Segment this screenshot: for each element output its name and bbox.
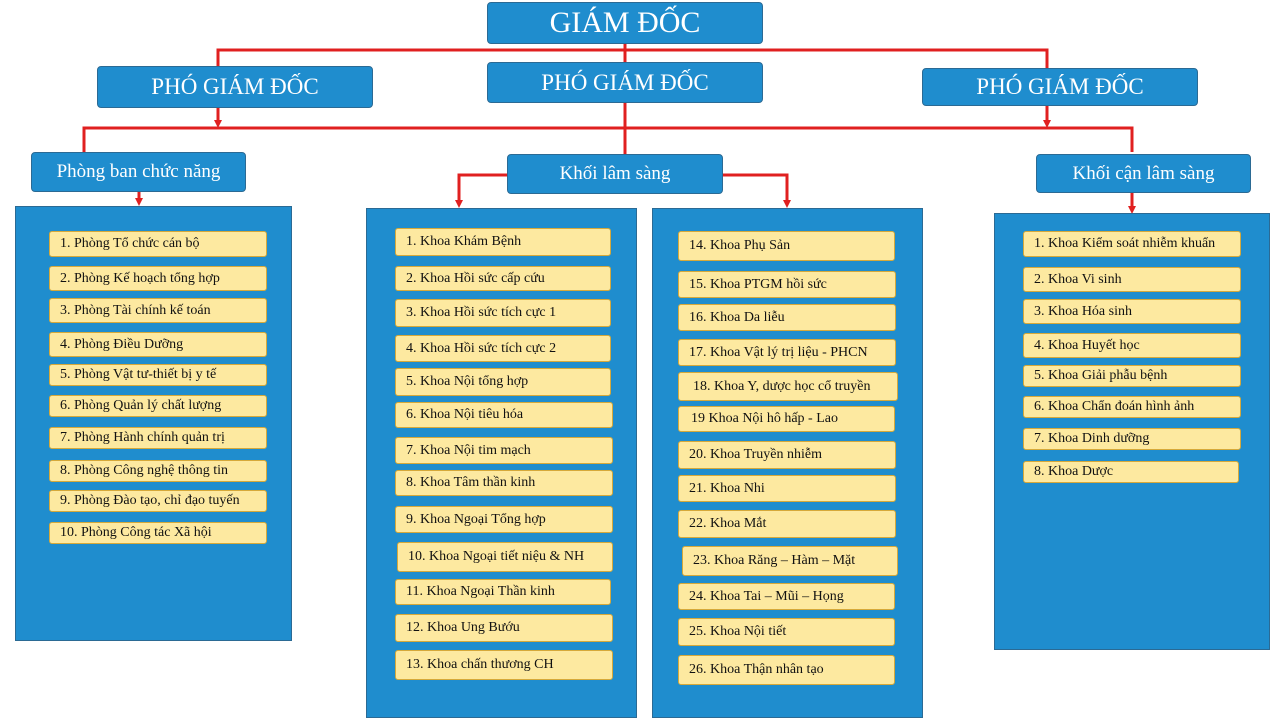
paraclinical-item: 2. Khoa Vi sinh [1023, 267, 1241, 292]
functional-item: 9. Phòng Đào tạo, chỉ đạo tuyến [49, 490, 267, 512]
clinical-item: 26. Khoa Thận nhân tạo [678, 655, 895, 685]
clinical-item: 25. Khoa Nội tiết [678, 618, 895, 646]
clinical-item: 1. Khoa Khám Bệnh [395, 228, 611, 256]
paraclinical-item: 6. Khoa Chẩn đoán hình ảnh [1023, 396, 1241, 418]
functional-item: 3. Phòng Tài chính kế toán [49, 298, 267, 323]
clinical-item: 12. Khoa Ung Bướu [395, 614, 613, 642]
deputy-box-left: PHÓ GIÁM ĐỐC [97, 66, 373, 108]
functional-item: 6. Phòng Quản lý chất lượng [49, 395, 267, 417]
functional-item: 5. Phòng Vật tư-thiết bị y tế [49, 364, 267, 386]
clinical-item: 14. Khoa Phụ Sản [678, 231, 895, 261]
connector-clinical-right [723, 173, 791, 208]
clinical-item: 4. Khoa Hồi sức tích cực 2 [395, 335, 611, 362]
clinical-item: 18. Khoa Y, dược học cổ truyền [678, 372, 898, 401]
clinical-item: 15. Khoa PTGM hồi sức [678, 271, 896, 298]
functional-item: 8. Phòng Công nghệ thông tin [49, 460, 267, 482]
clinical-item: 5. Khoa Nội tổng hợp [395, 368, 611, 396]
paraclinical-item: 1. Khoa Kiểm soát nhiễm khuẩn [1023, 231, 1241, 257]
clinical-item: 17. Khoa Vật lý trị liệu - PHCN [678, 339, 896, 366]
clinical-item: 9. Khoa Ngoại Tổng hợp [395, 506, 613, 533]
clinical-header: Khối lâm sàng [507, 154, 723, 194]
clinical-item: 6. Khoa Nội tiêu hóa [395, 402, 613, 428]
paraclinical-item: 7. Khoa Dinh dưỡng [1023, 428, 1241, 450]
clinical-item: 13. Khoa chấn thương CH [395, 650, 613, 680]
clinical-item: 8. Khoa Tâm thần kinh [395, 470, 613, 496]
paraclinical-item: 3. Khoa Hóa sinh [1023, 299, 1241, 324]
connector-director-deputies [216, 48, 1049, 68]
paraclinical-item: 8. Khoa Dược [1023, 461, 1239, 483]
clinical-item: 19 Khoa Nội hô hấp - Lao [678, 406, 895, 432]
clinical-item: 21. Khoa Nhi [678, 475, 896, 502]
clinical-item: 3. Khoa Hồi sức tích cực 1 [395, 299, 611, 327]
deputy-box-right: PHÓ GIÁM ĐỐC [922, 68, 1198, 106]
director-box: GIÁM ĐỐC [487, 2, 763, 44]
connector-deputies-groups [82, 126, 1134, 152]
clinical-item: 7. Khoa Nội tim mạch [395, 437, 613, 464]
functional-item: 4. Phòng Điều Dưỡng [49, 332, 267, 357]
functional-item: 2. Phòng Kế hoạch tổng hợp [49, 266, 267, 291]
clinical-item: 11. Khoa Ngoại Thần kinh [395, 579, 611, 605]
deputy-box-center: PHÓ GIÁM ĐỐC [487, 62, 763, 103]
paraclinical-header: Khối cận lâm sàng [1036, 154, 1251, 193]
clinical-item: 24. Khoa Tai – Mũi – Họng [678, 583, 895, 610]
functional-item: 1. Phòng Tổ chức cán bộ [49, 231, 267, 257]
functional-item: 7. Phòng Hành chính quản trị [49, 427, 267, 449]
paraclinical-item: 5. Khoa Giải phẫu bệnh [1023, 365, 1241, 387]
clinical-item: 2. Khoa Hồi sức cấp cứu [395, 266, 611, 291]
clinical-item: 22. Khoa Mắt [678, 510, 896, 538]
connector-clinical-left [455, 173, 507, 208]
clinical-item: 16. Khoa Da liễu [678, 304, 896, 331]
functional-item: 10. Phòng Công tác Xã hội [49, 522, 267, 544]
paraclinical-item: 4. Khoa Huyết học [1023, 333, 1241, 358]
clinical-item: 20. Khoa Truyền nhiễm [678, 441, 896, 469]
functional-header: Phòng ban chức năng [31, 152, 246, 192]
clinical-item: 23. Khoa Răng – Hàm – Mặt [682, 546, 898, 576]
clinical-item: 10. Khoa Ngoại tiết niệu & NH [397, 542, 613, 572]
